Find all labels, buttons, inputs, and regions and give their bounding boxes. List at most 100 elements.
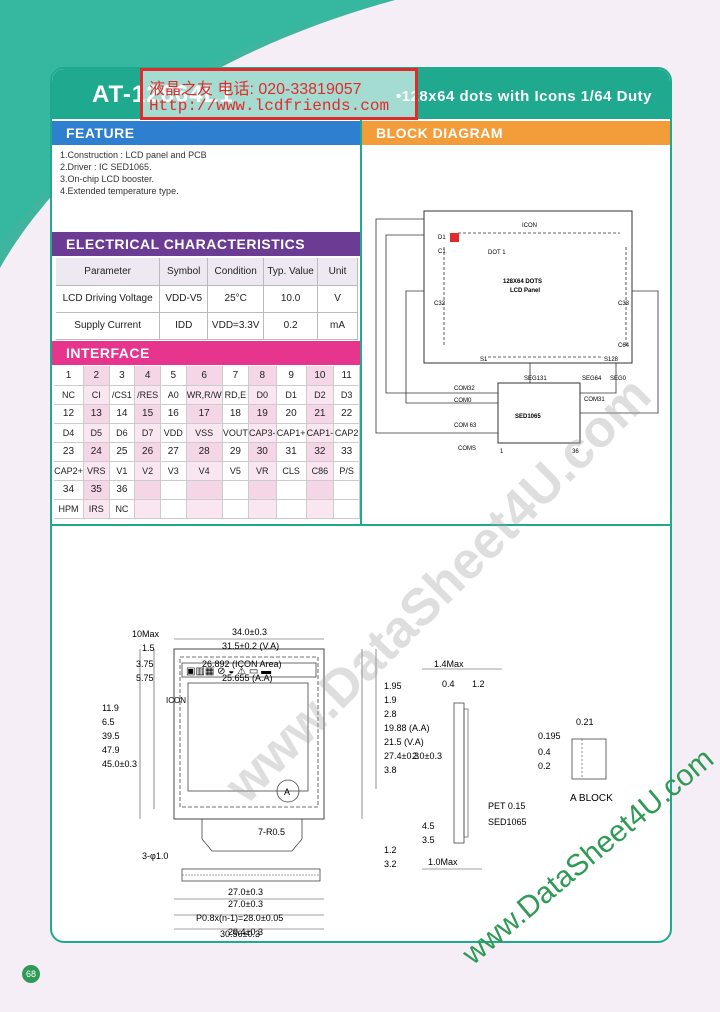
- dim-left: 6.5: [102, 717, 115, 727]
- dim-left: 3.75: [136, 659, 154, 669]
- table-cell: CI: [83, 385, 110, 405]
- dim-right: 1.95: [384, 681, 402, 691]
- dim-top: 25.655 (A.A): [222, 673, 273, 683]
- table-header-row: Parameter Symbol Condition Typ. Value Un…: [56, 258, 358, 286]
- table-cell: 3: [109, 366, 136, 386]
- feature-item: 1.Construction : LCD panel and PCB: [60, 150, 207, 160]
- table-cell: 20: [276, 404, 307, 424]
- table-cell: [222, 480, 249, 500]
- dim-right: 1.9: [384, 695, 397, 705]
- table-cell: D2: [306, 385, 335, 405]
- bd-com63: COM 63: [454, 423, 477, 429]
- table-header: Condition: [207, 258, 265, 286]
- table-cell: 25: [109, 442, 136, 462]
- table-cell: NC: [54, 385, 84, 405]
- dim-bottom: 7-R0.5: [258, 827, 285, 837]
- table-cell: V1: [109, 461, 136, 481]
- block-dim: 0.2: [538, 761, 551, 771]
- table-header: Symbol: [159, 258, 209, 286]
- bd-icon-label: ICON: [522, 223, 537, 229]
- table-cell: [134, 499, 161, 519]
- bd-panel-line1: 128X64 DOTS: [503, 279, 542, 285]
- dim-right: 3.8: [384, 765, 397, 775]
- table-cell: D4: [54, 423, 84, 443]
- feature-item: 4.Extended temperature type.: [60, 186, 179, 196]
- table-cell: D5: [83, 423, 110, 443]
- table-cell: [306, 499, 335, 519]
- table-cell: mA: [317, 312, 358, 340]
- side-dim: 1.2: [472, 679, 485, 689]
- dim-right: 21.5 (V.A): [384, 737, 424, 747]
- bd-pin36: 36: [572, 449, 579, 455]
- table-cell: 0.2: [263, 312, 319, 340]
- table-cell: 21: [306, 404, 335, 424]
- table-cell: 24: [83, 442, 110, 462]
- table-cell: 32: [306, 442, 335, 462]
- dim-bottom: 3-φ1.0: [142, 851, 168, 861]
- table-cell: VDD-V5: [159, 285, 209, 313]
- table-row: Supply Current IDD VDD=3.3V 0.2 mA: [56, 312, 358, 340]
- dim-top: 31.5±0.2 (V.A): [222, 641, 279, 651]
- table-cell: [248, 499, 277, 519]
- block-dim: 0.21: [576, 717, 594, 727]
- table-cell: [333, 499, 360, 519]
- table-cell: 23: [54, 442, 84, 462]
- table-cell: 14: [109, 404, 136, 424]
- dim-left: 10Max: [132, 629, 160, 639]
- feature-item: 2.Driver : IC SED1065.: [60, 162, 152, 172]
- dim-left: 11.9: [102, 703, 119, 713]
- table-cell: [222, 499, 249, 519]
- dim-right: 27.4±0.3: [384, 751, 419, 761]
- table-cell: CAP2: [333, 423, 360, 443]
- dim-bottom: 30.56±0.3: [220, 929, 260, 939]
- side-dim: 2.0±0.3: [412, 751, 442, 761]
- interface-heading: INTERFACE: [52, 341, 360, 365]
- side-dim: 1.4Max: [434, 659, 464, 669]
- dim-bottom: P0.8x(n-1)=28.0±0.05: [196, 913, 283, 923]
- electrical-heading: ELECTRICAL CHARACTERISTICS: [52, 232, 360, 256]
- table-cell: 36: [109, 480, 136, 500]
- table-cell: 10: [306, 366, 335, 386]
- table-cell: V5: [222, 461, 249, 481]
- bd-c64: C64: [618, 343, 630, 349]
- table-cell: 4: [134, 366, 161, 386]
- stamp-url[interactable]: Http://www.lcdfriends.com: [149, 97, 390, 115]
- dim-left: 45.0±0.3: [102, 759, 137, 769]
- model-subtitle: •128x64 dots with Icons 1/64 Duty: [395, 88, 652, 105]
- dim-left: 39.5: [102, 731, 120, 741]
- table-cell: [333, 480, 360, 500]
- table-cell: V2: [134, 461, 161, 481]
- table-cell: IDD: [159, 312, 209, 340]
- table-cell: [160, 499, 187, 519]
- dim-bottom: 29.4±0.3: [228, 927, 263, 937]
- table-cell: V3: [160, 461, 187, 481]
- icon-glyphs: ▣▥▦ ⊘ ◒ ⚠ ▭ ▬: [186, 666, 271, 677]
- table-cell: 7: [222, 366, 249, 386]
- table-cell: [186, 480, 223, 500]
- table-cell: 25°C: [207, 285, 265, 313]
- side-dim: 4.5: [422, 821, 435, 831]
- table-cell: 17: [186, 404, 223, 424]
- table-cell: CAP1-: [306, 423, 335, 443]
- block-diagram: ICON D1 C1 DOT 1 128X64 DOTS LCD Panel C…: [375, 210, 659, 455]
- contact-stamp: 液晶之友 电话: 020-33819057 Http://www.lcdfrie…: [140, 68, 418, 120]
- table-cell: [306, 480, 335, 500]
- table-cell: 8: [248, 366, 277, 386]
- table-cell: VSS: [186, 423, 223, 443]
- table-cell: 26: [134, 442, 161, 462]
- table-cell: 9: [276, 366, 307, 386]
- table-cell: CAP2+: [54, 461, 84, 481]
- dim-right: 3.2: [384, 859, 397, 869]
- table-cell: V4: [186, 461, 223, 481]
- table-cell: C86: [306, 461, 335, 481]
- table-cell: VRS: [83, 461, 110, 481]
- bd-c32: C32: [434, 301, 446, 307]
- bd-seg131: SEG131: [524, 376, 547, 382]
- table-cell: D0: [248, 385, 277, 405]
